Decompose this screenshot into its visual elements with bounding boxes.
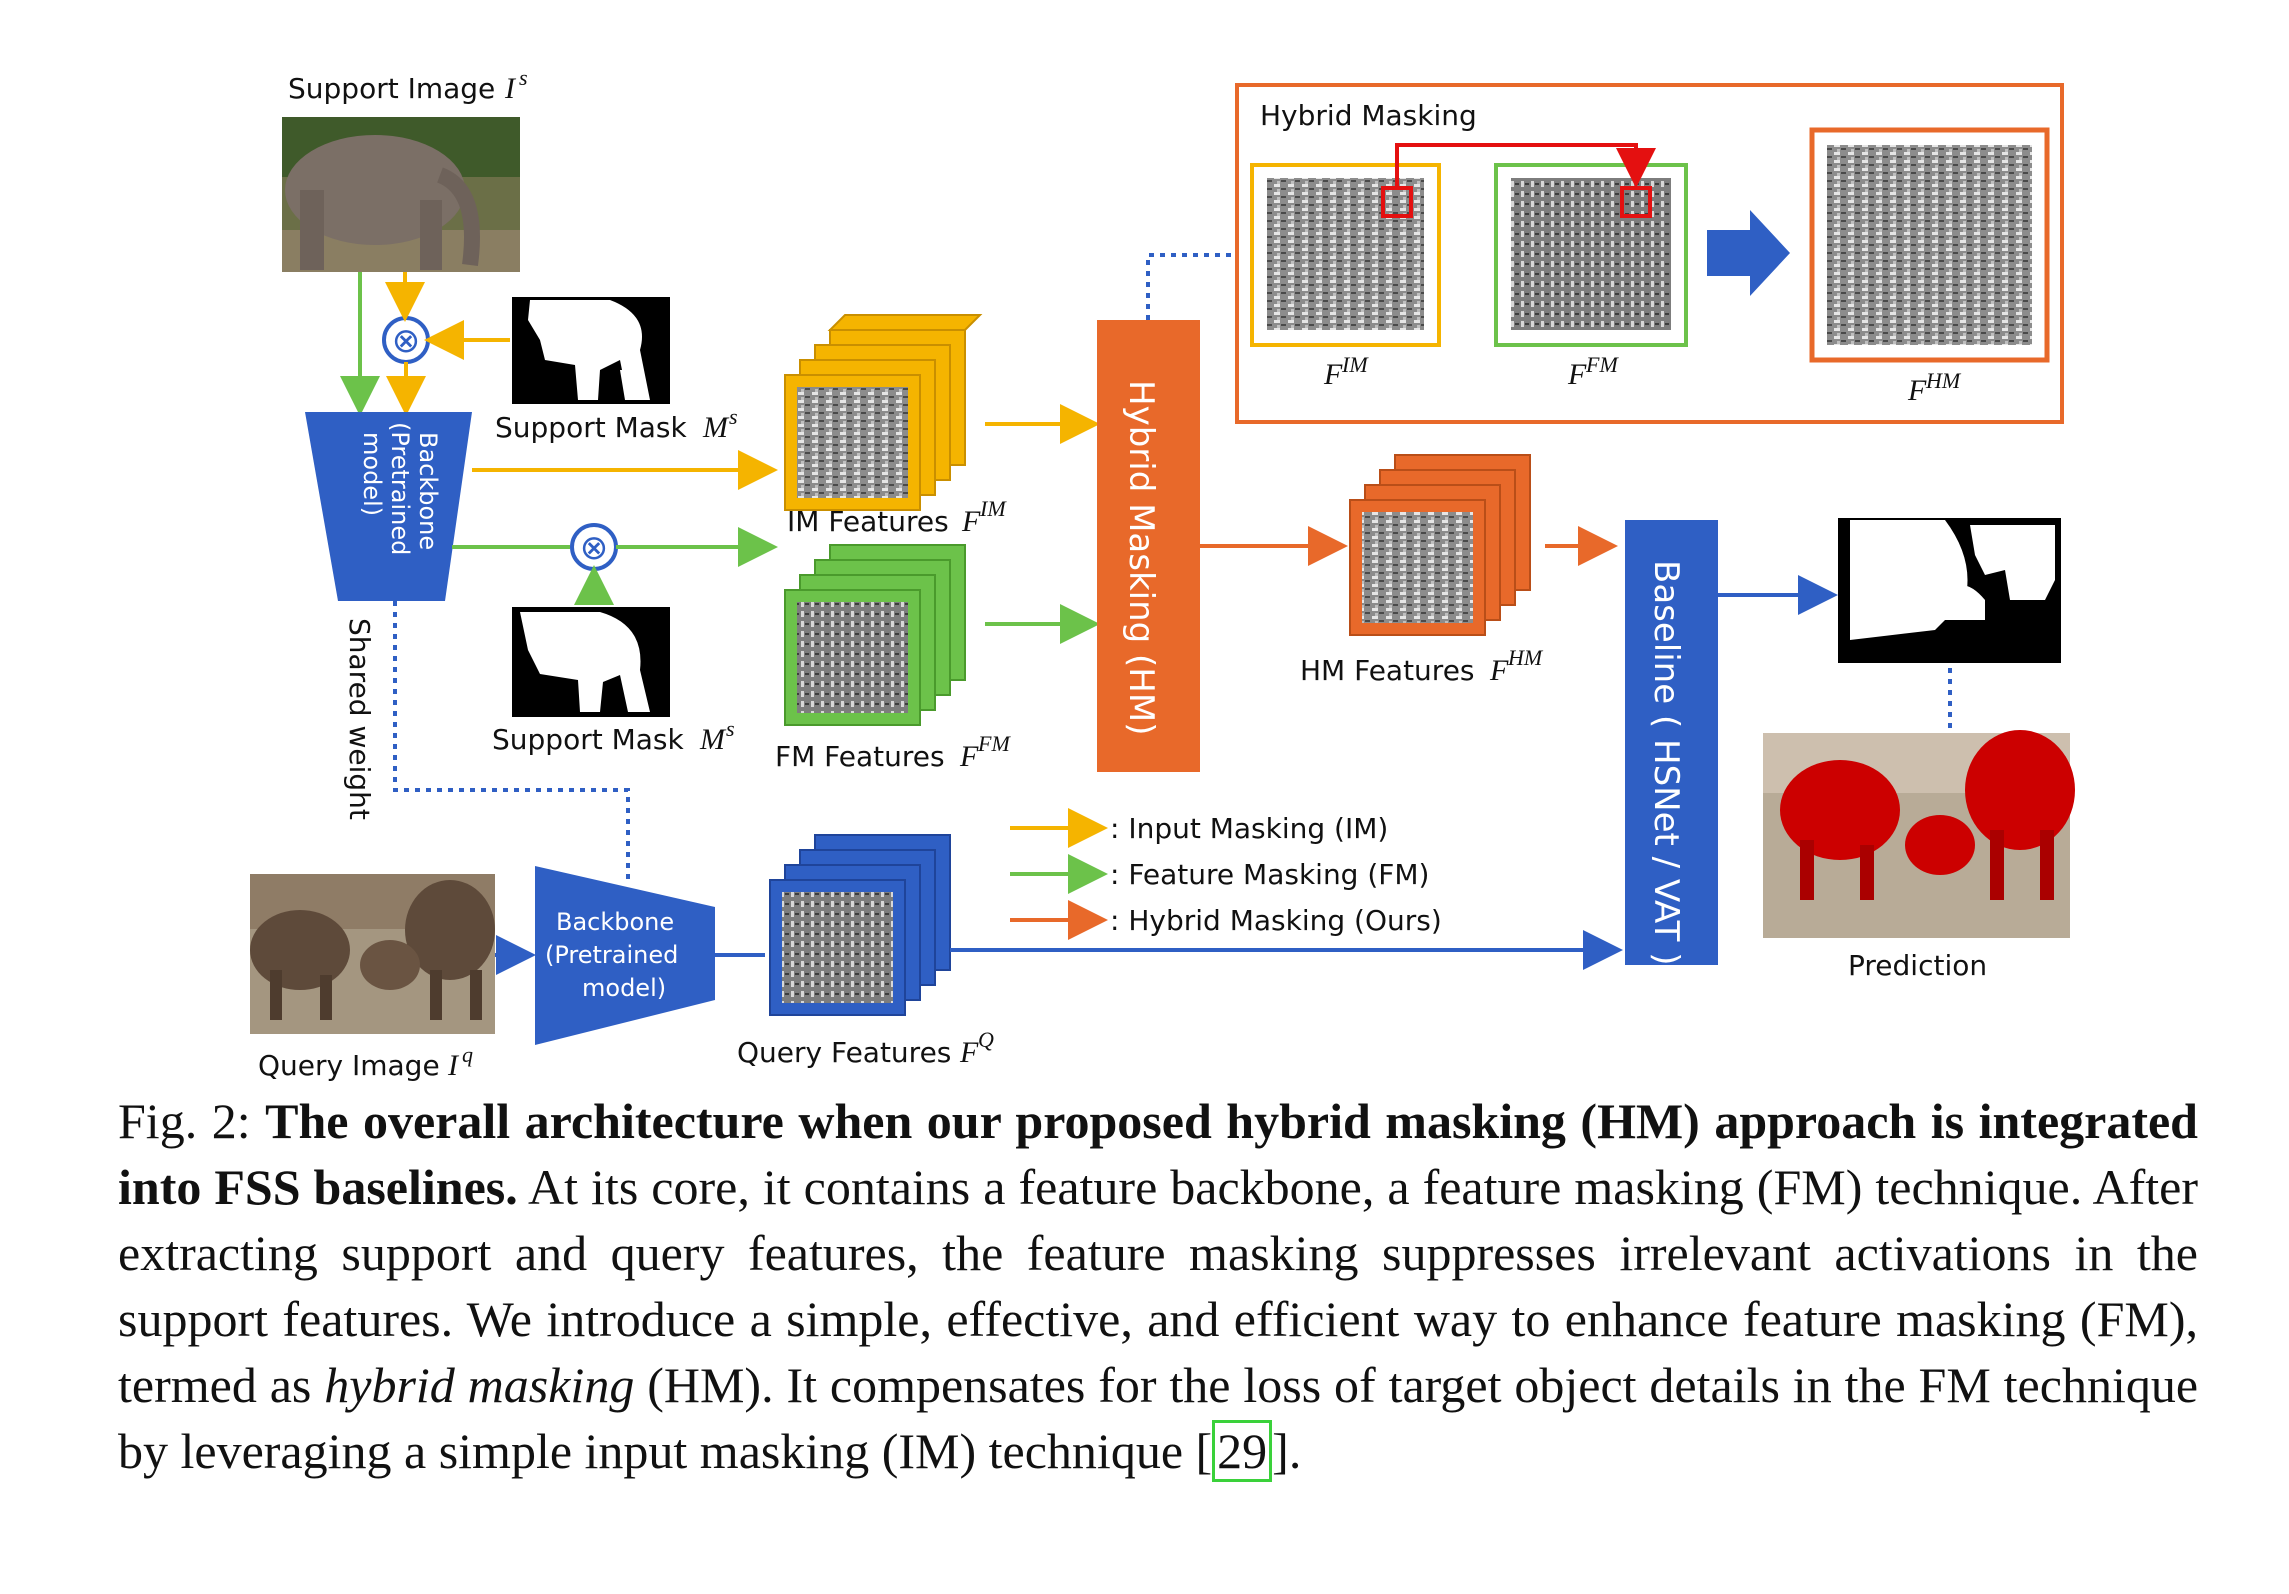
support-backbone-line-2: (Pretrained: [386, 422, 414, 555]
im-features-stack: [784, 314, 983, 511]
prediction-mask: [1838, 518, 2061, 663]
caption-text-1: At its core, it contains a feature backb…: [118, 1159, 2198, 1413]
hm-features-stack: [1349, 454, 1531, 636]
fm-features-label: FM Features: [775, 740, 945, 773]
shared-weight-label: Shared weight: [343, 618, 376, 820]
multiply-symbol: ⊗: [580, 528, 609, 568]
support-backbone: Backbone (Pretrained model): [305, 412, 472, 601]
query-features-stack: [769, 834, 951, 1016]
legend-im-label: : Input Masking (IM): [1110, 812, 1388, 845]
query-backbone-line-2: (Pretrained: [545, 941, 678, 969]
support-mask-1-sup: s: [729, 404, 738, 429]
query-backbone-line-3: model): [582, 974, 666, 1002]
hm-features-symbol: F: [1489, 654, 1509, 687]
prediction-image: [1763, 730, 2075, 938]
support-image-symbol: I: [504, 72, 517, 105]
baseline-block-label: Baseline ( HSNet / VAT ): [1646, 560, 1686, 965]
hm-to-inset-link: [1146, 253, 1237, 320]
im-features-symbol: F: [961, 505, 981, 538]
query-features-sup: Q: [978, 1027, 994, 1052]
query-backbone-line-1: Backbone: [556, 908, 674, 936]
inset-f-hm-symbol: F: [1907, 374, 1927, 407]
support-mask-1-label: Support Mask: [495, 411, 687, 444]
support-backbone-line-3: model): [358, 432, 386, 516]
multiply-node-1: ⊗: [382, 316, 430, 364]
inset-f-hm-sup: HM: [1925, 368, 1962, 393]
query-image-sup: q: [462, 1042, 473, 1067]
shared-weight-text-group: Shared weight: [343, 618, 376, 820]
query-features-symbol: F: [959, 1036, 979, 1069]
multiply-symbol: ⊗: [392, 321, 421, 361]
legend: : Input Masking (IM) : Feature Masking (…: [1010, 808, 1442, 940]
inset-title: Hybrid Masking: [1260, 99, 1477, 132]
im-features-sup: IM: [979, 496, 1007, 521]
baseline-block: Baseline ( HSNet / VAT ): [1625, 520, 1718, 965]
support-backbone-line-1: Backbone: [414, 432, 442, 550]
architecture-diagram: Support Image I s Support Mask M s Suppo…: [250, 65, 2075, 1082]
query-image: [250, 874, 495, 1034]
query-backbone: Backbone (Pretrained model): [535, 866, 715, 1045]
inset-arrow-icon: [1707, 210, 1790, 296]
caption-fig-number: Fig. 2:: [118, 1093, 251, 1149]
query-image-symbol: I: [447, 1049, 460, 1082]
support-mask-1: [512, 297, 670, 404]
caption-text-2: (HM). It compensates for the loss of tar…: [118, 1357, 2199, 1479]
fm-features-symbol: F: [959, 740, 979, 773]
support-image: [282, 117, 520, 272]
inset-f-fm-symbol: F: [1567, 358, 1587, 391]
support-image-label: Support Image: [288, 72, 495, 105]
support-mask-1-symbol: M: [702, 411, 730, 444]
query-image-label: Query Image: [258, 1049, 440, 1082]
caption-end: ].: [1272, 1423, 1302, 1479]
hm-features-label: HM Features: [1300, 654, 1475, 687]
support-image-sup: s: [519, 65, 528, 90]
figure-caption: Fig. 2: The overall architecture when ou…: [118, 1088, 2198, 1484]
legend-fm-label: : Feature Masking (FM): [1110, 858, 1429, 891]
support-mask-2: [512, 607, 670, 717]
query-features-label: Query Features: [737, 1036, 951, 1069]
hybrid-masking-inset: Hybrid Masking F IM F FM F HM: [1235, 83, 2064, 424]
inset-f-fm-sup: FM: [1585, 352, 1619, 377]
prediction-label: Prediction: [1848, 949, 1987, 982]
caption-title: The overall architecture when our propos…: [118, 1093, 2198, 1215]
legend-hm-label: : Hybrid Masking (Ours): [1110, 904, 1442, 937]
support-mask-2-label: Support Mask: [492, 723, 684, 756]
hybrid-masking-block: Hybrid Masking (HM): [1097, 320, 1200, 772]
inset-f-im-sup: IM: [1341, 352, 1369, 377]
im-features-label: IM Features: [787, 505, 949, 538]
inset-red-arrow: [1395, 143, 1656, 188]
inset-f-im-symbol: F: [1323, 358, 1343, 391]
caption-emphasis: hybrid masking: [324, 1357, 635, 1413]
fm-features-stack: [784, 544, 966, 726]
hm-block-label: Hybrid Masking (HM): [1121, 380, 1161, 735]
fm-features-sup: FM: [977, 731, 1011, 756]
support-mask-2-sup: s: [726, 716, 735, 741]
multiply-node-2: ⊗: [570, 523, 618, 571]
support-mask-2-symbol: M: [699, 723, 727, 756]
hm-features-sup: HM: [1507, 645, 1544, 670]
support-image-group: Support Image I s: [282, 65, 528, 272]
caption-citation[interactable]: 29: [1212, 1420, 1273, 1482]
